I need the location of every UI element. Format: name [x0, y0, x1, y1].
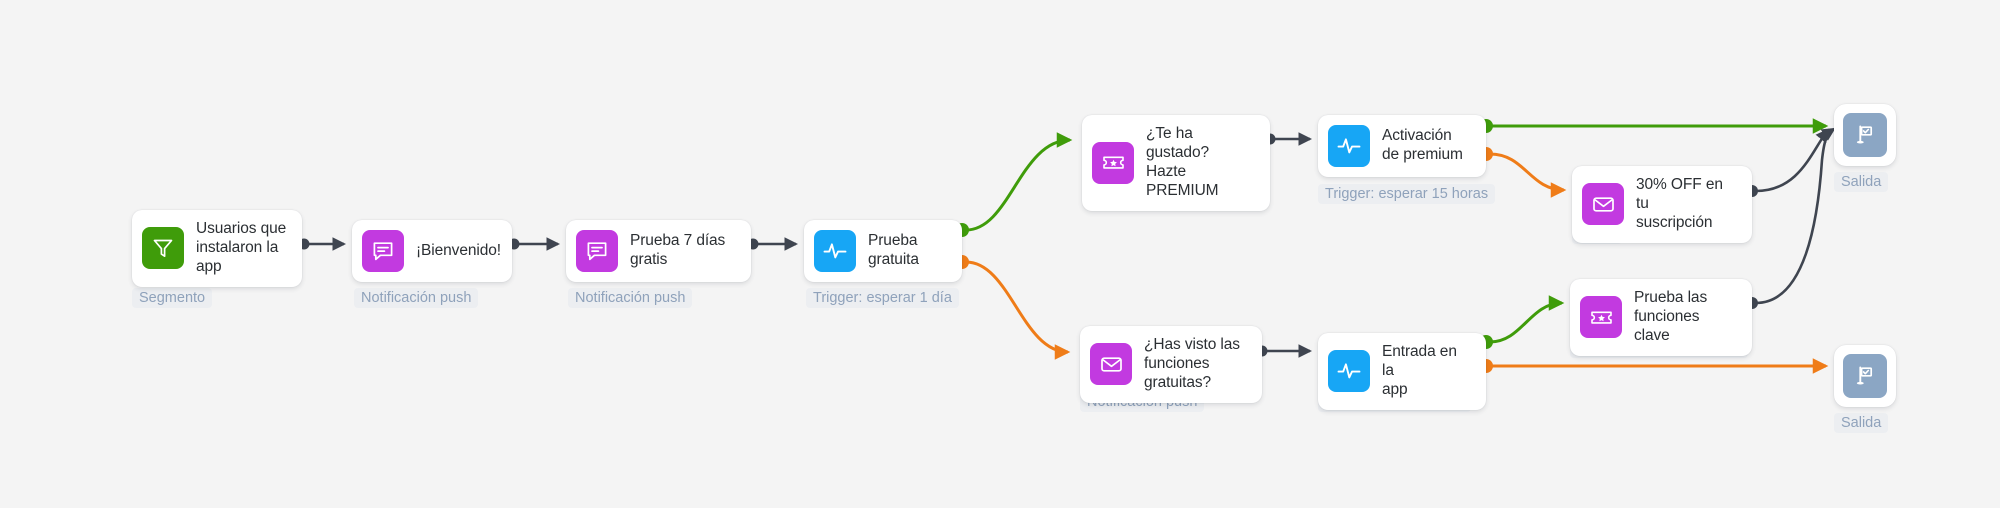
node-activacion-premium[interactable]: Activación de premium [1318, 115, 1486, 177]
flag-check-icon [1843, 354, 1887, 398]
node-label: Entrada en la app [1382, 343, 1457, 398]
ticket-star-icon [1092, 141, 1134, 184]
edge-funcionesclave-to-salidatop [1746, 127, 1836, 309]
pulse-icon [1328, 350, 1370, 393]
funnel-icon [142, 227, 184, 270]
pulse-icon [1328, 125, 1370, 167]
flag-check-icon [1843, 113, 1887, 157]
node-te-ha-gustado[interactable]: ¿Te ha gustado? Hazte PREMIUM [1082, 115, 1270, 211]
node-salida-bottom[interactable] [1834, 345, 1896, 407]
node-prueba-7-dias[interactable]: Prueba 7 días gratis [566, 220, 751, 282]
ticket-star-icon [1580, 296, 1622, 339]
node-entrada-en-la-app[interactable]: Entrada en la app [1318, 333, 1486, 410]
chat-message-icon [362, 230, 404, 272]
node-label: Prueba 7 días gratis [630, 232, 726, 268]
node-prueba-gratuita[interactable]: Prueba gratuita [804, 220, 962, 282]
caption-prueba-7-dias: Notificación push [568, 288, 693, 308]
node-bienvenido[interactable]: ¡Bienvenido! [352, 220, 512, 282]
envelope-icon [1090, 343, 1132, 386]
caption-segmento: Segmento [132, 288, 213, 308]
node-has-visto-funciones[interactable]: ¿Has visto las funciones gratuitas? [1080, 326, 1262, 403]
pulse-icon [814, 230, 856, 272]
edge-hasvisto-to-entrada [1256, 344, 1313, 358]
node-label: Usuarios que instalaron la app [196, 220, 287, 275]
node-label: ¿Te ha gustado? Hazte PREMIUM [1146, 125, 1219, 199]
caption-bienvenido: Notificación push [354, 288, 479, 308]
edge-tehagustado-to-activacion [1264, 132, 1313, 146]
caption-prueba-gratuita: Trigger: esperar 1 día [806, 288, 959, 308]
edge-segmento-to-bienvenido [298, 237, 347, 251]
node-funciones-clave[interactable]: Prueba las funciones clave [1570, 279, 1752, 356]
node-label: Prueba gratuita [868, 232, 919, 268]
node-label: Activación de premium [1382, 127, 1463, 163]
node-label: 30% OFF en tu suscripción [1636, 176, 1723, 231]
edge-pruebagratuita-to-hasvisto [955, 255, 1071, 360]
node-salida-top[interactable] [1834, 104, 1896, 166]
chat-message-icon [576, 230, 618, 272]
node-label: Prueba las funciones clave [1634, 289, 1708, 344]
caption-salida-bottom: Salida [1834, 413, 1889, 433]
edge-email-to-salidatop [1746, 128, 1830, 197]
node-descuento-email[interactable]: 30% OFF en tu suscripción [1572, 166, 1752, 243]
node-label: ¡Bienvenido! [416, 241, 501, 259]
envelope-icon [1582, 183, 1624, 226]
edge-entrada-to-salidabottom [1479, 358, 1829, 374]
edge-pruebagratuita-to-tehagustado [955, 132, 1073, 237]
edge-prueba7-to-pruebagratuita [747, 237, 799, 251]
edge-activacion-to-salidatop [1479, 118, 1829, 134]
node-label: ¿Has visto las funciones gratuitas? [1144, 336, 1240, 391]
caption-salida-top: Salida [1834, 172, 1889, 192]
edge-bienvenido-to-prueba7 [508, 237, 561, 251]
edge-entrada-to-funcionesclave [1479, 295, 1565, 349]
caption-activacion-premium: Trigger: esperar 15 horas [1318, 184, 1496, 204]
node-segmento[interactable]: Usuarios que instalaron la app [132, 210, 302, 287]
